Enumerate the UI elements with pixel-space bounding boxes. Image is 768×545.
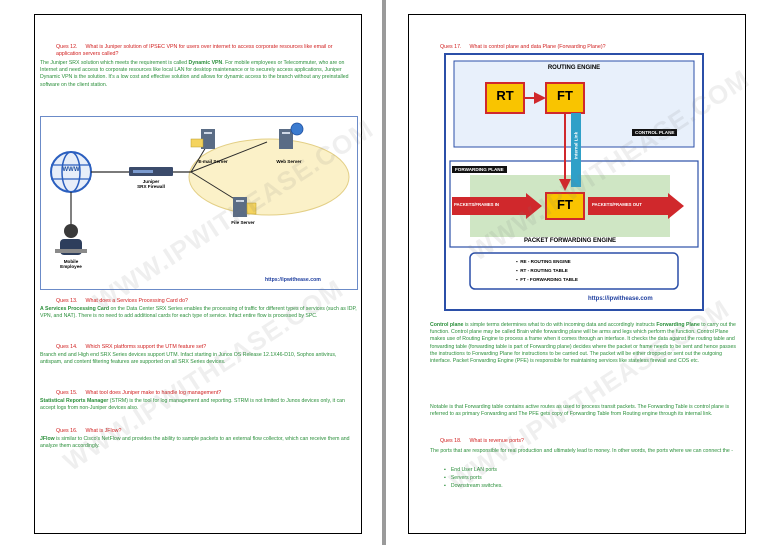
email-server-icon: [190, 129, 215, 149]
firewall-label: Juniper SRX Firewall: [137, 179, 165, 189]
list-item: Downstream switches.: [444, 482, 503, 490]
mobile-employee-icon: [55, 224, 87, 255]
packets-out-label: PACKETS/FRAMES OUT: [592, 202, 642, 207]
left-page: Ques 12.What is Juniper solution of IPSE…: [0, 0, 382, 545]
legend-item: ▪ RT - ROUTING TABLE: [516, 268, 568, 273]
question-16: Ques 16.What is JFlow?: [56, 428, 122, 434]
answer-13: A Services Processing Card on the Data C…: [40, 306, 357, 320]
control-plane-diagram: ROUTING ENGINE RT FT Internal Link CONTR…: [444, 53, 704, 311]
revenue-ports-list: End User LAN ports Servers ports Downstr…: [444, 466, 503, 490]
dynamic-vpn-diagram: E-mail Server Web Server Juniper SRX Fir…: [40, 116, 358, 290]
page-border: [408, 14, 746, 534]
packets-in-label: PACKETS/FRAMES IN: [454, 202, 500, 207]
question-14: Ques 14.Which SRX platforms support the …: [56, 344, 207, 350]
answer-12: The Juniper SRX solution which meets the…: [40, 60, 349, 88]
question-15: Ques 15.What tool does Juniper make to h…: [56, 390, 222, 396]
forwarding-plane-tag: FORWARDING PLANE: [452, 166, 507, 173]
answer-15: Statistical Reports Manager (STRM) is th…: [40, 398, 345, 412]
web-server-label: Web Server: [276, 159, 302, 164]
ft-top-label: FT: [557, 88, 573, 103]
page-divider: [382, 0, 386, 545]
paragraph-forwarding-table: Notable is that Forwarding table contain…: [430, 404, 730, 418]
answer-14: Branch end and High end SRX Series devic…: [40, 352, 337, 366]
pfe-title: PACKET FORWARDING ENGINE: [523, 238, 617, 244]
paragraph-control-plane: Control plane is simple terms determines…: [430, 322, 736, 365]
question-18: Ques 18.What is revenue ports?: [440, 438, 524, 444]
legend-box: [469, 252, 679, 290]
packets-out-arrow: [588, 193, 684, 219]
answer-16: JFlow is similar to Cisco's NetFlow and …: [40, 436, 350, 450]
web-server-icon: [279, 122, 304, 149]
packets-in-arrow: [452, 193, 542, 219]
list-item: Servers ports: [444, 474, 503, 482]
control-plane-tag: CONTROL PLANE: [632, 129, 678, 136]
file-server-label: File Server: [231, 220, 255, 225]
juniper-srx-firewall-icon: [129, 167, 173, 176]
question-13: Ques 13.What does a Services Processing …: [56, 298, 188, 304]
routing-engine-title: ROUTING ENGINE: [547, 65, 601, 71]
figure-url: https://ipwithease.com: [588, 296, 653, 302]
internal-link-label: Internal Link: [573, 131, 579, 160]
email-server-label: E-mail Server: [198, 159, 228, 164]
list-item: End User LAN ports: [444, 466, 503, 474]
mobile-employee-label: Mobile Employee: [60, 259, 82, 269]
ft-bottom-label: FT: [557, 197, 573, 212]
internal-link-bar: [571, 113, 581, 187]
rt-label: RT: [496, 88, 514, 103]
question-12: Ques 12.What is Juniper solution of IPSE…: [56, 44, 333, 58]
answer-18: The ports that are responsible for real …: [430, 448, 733, 454]
legend-item: ▪ FT - FORWARDING TABLE: [516, 277, 578, 282]
figure-url: https://ipwithease.com: [265, 277, 321, 283]
legend-item: ▪ RE - ROUTING ENGINE: [516, 259, 571, 264]
right-page: Ques 17.What is control plane and data P…: [386, 0, 768, 545]
control-plane-graphic: [449, 60, 699, 290]
file-server-icon: [233, 197, 257, 217]
www-label: WWW: [62, 167, 80, 173]
ft-bottom-box: [545, 192, 585, 220]
network-diagram-graphic: [50, 122, 350, 255]
question-17: Ques 17.What is control plane and data P…: [440, 44, 606, 50]
page-border: [34, 14, 362, 534]
legend-list: ▪ RE - ROUTING ENGINE ▪ RT - ROUTING TAB…: [516, 257, 578, 284]
